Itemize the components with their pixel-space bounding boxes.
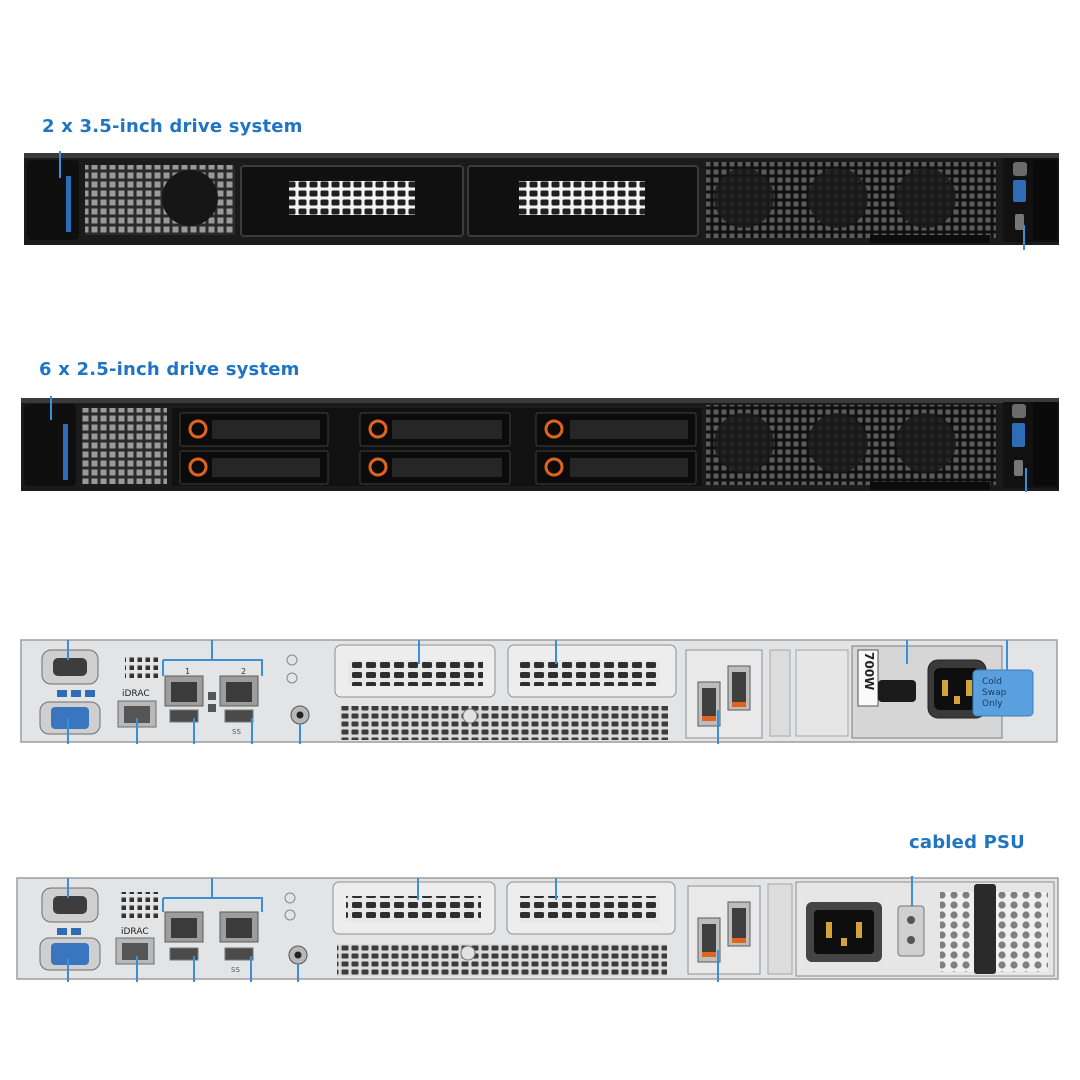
front-vent-grille [82,408,167,484]
lan-port-2 [219,675,259,707]
serial-port [41,649,99,685]
psu-cabled [795,881,1055,977]
psu-handle[interactable] [878,680,916,702]
drive-bay-25-6 [535,450,697,485]
ac-inlet-icon [934,668,980,710]
usb-ss-label: SS [231,966,240,974]
ocp-module [687,885,761,975]
psu-retention-bracket [974,884,996,974]
caption-cabled-psu: cabled PSU [909,832,1026,853]
lan-port-2-label: 2 [241,667,246,676]
left-rack-ear [27,160,79,240]
psu-rating-label: 700W [862,652,876,690]
idrac-label: iDRAC [121,927,149,937]
drive-bay-35-2 [467,165,699,237]
usb-port-rear-1 [169,709,199,723]
lan-port-2 [219,911,259,943]
drive-bays-25 [172,408,702,486]
callouts-front-2x35 [59,151,1025,250]
usb-port-icon[interactable] [1012,423,1025,447]
drive-bay-25-1 [179,412,329,447]
caption-2x35-drive-system: 2 x 3.5-inch drive system [42,116,303,137]
usb-port-rear-1 [169,947,199,961]
psu-hotplug: 700W Cold Swap Only [851,645,1034,739]
power-button-icon[interactable] [1012,404,1026,418]
micro-usb-port-icon[interactable] [1015,214,1024,230]
usb-ss-label: SS [232,728,241,736]
serial-port [41,887,99,923]
micro-usb-port-icon[interactable] [1014,460,1023,476]
pcie-riser-slots [332,881,676,976]
cold-swap-text-2: Swap [982,688,1007,698]
lan-port-1-label: 1 [185,667,190,676]
vga-port [39,701,101,735]
pcie-riser-slots [334,644,677,740]
cold-swap-text-3: Only [982,699,1003,709]
lan-port-1 [164,911,204,943]
caption-6x25-drive-system: 6 x 2.5-inch drive system [39,359,300,380]
ac-inlet-icon [814,910,874,954]
vga-port [39,937,101,971]
ocp-module [685,649,763,739]
front-panel-2x35 [24,153,1059,245]
lan-port-1 [164,675,204,707]
cold-swap-text-1: Cold [982,677,1002,687]
power-button-icon[interactable] [1013,162,1027,176]
callouts-rear-hotplug [67,640,1008,744]
rear-panel-cabled-psu: iDRAC SS [16,877,1059,980]
idrac-port [115,937,155,965]
front-panel-6x25 [21,398,1059,491]
usb-port-icon[interactable] [1013,180,1026,202]
idrac-port [117,700,157,728]
idrac-label: iDRAC [122,689,150,699]
callouts-front-6x25 [50,396,1027,492]
cold-swap-tab[interactable]: Cold Swap Only [972,669,1034,717]
rear-panel-hotplug-psu: iDRAC 1 2 SS [20,639,1058,743]
usb-port-rear-2 [224,709,254,723]
drive-bay-25-4 [359,450,511,485]
drive-bay-35-1 [240,165,464,237]
drive-bay-25-3 [359,412,511,447]
drive-bay-25-5 [535,412,697,447]
usb-port-rear-2 [224,947,254,961]
drive-bay-25-2 [179,450,329,485]
callouts-rear-cabled [67,876,913,982]
